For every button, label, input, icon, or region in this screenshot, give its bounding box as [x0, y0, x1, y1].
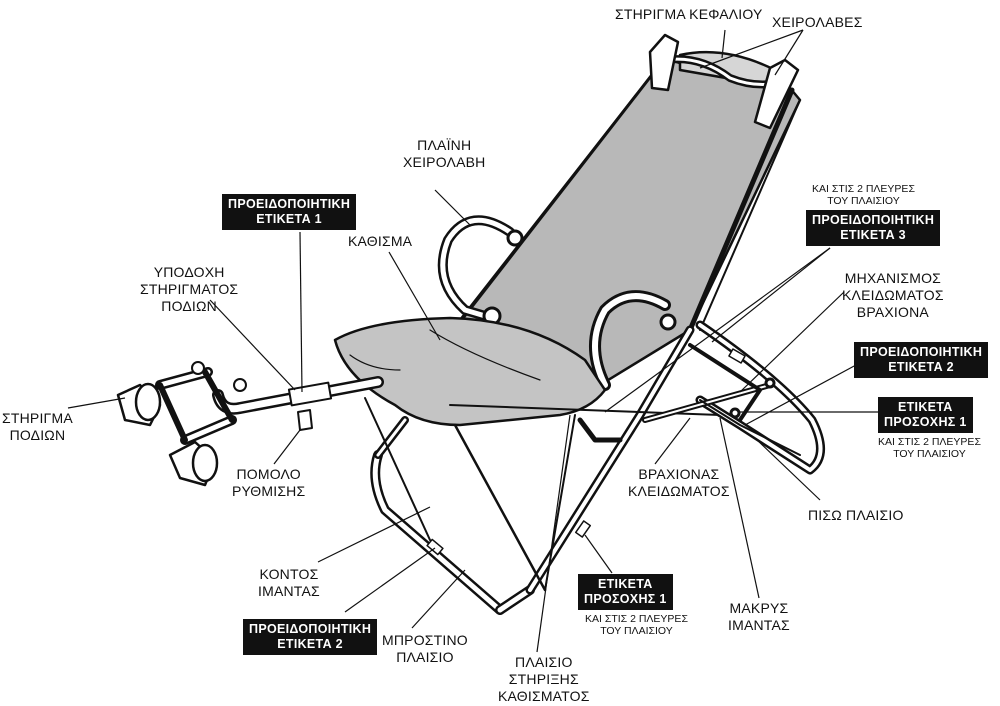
- note-caution-1-right: ΚΑΙ ΣΤΙΣ 2 ΠΛΕΥΡΕΣ ΤΟΥ ΠΛΑΙΣΙΟΥ: [878, 436, 981, 460]
- label-head-support: ΣΤΗΡΙΓΜΑ ΚΕΦΑΛΙΟΥ: [615, 6, 763, 22]
- label-handles: ΧΕΙΡΟΛΑΒΕΣ: [772, 14, 863, 30]
- left-grip: [648, 33, 680, 92]
- label-side-handle: ΠΛΑΪΝΗ ΧΕΙΡΟΛΑΒΗ: [403, 137, 486, 170]
- adjustment-knob: [297, 409, 313, 431]
- warning-label-2-left: ΠΡΟΕΙΔΟΠΟΙΗΤΙΚΗ ΕΤΙΚΕΤΑ 2: [243, 619, 378, 655]
- warning-label-3: ΠΡΟΕΙΔΟΠΟΙΗΤΙΚΗ ΕΤΙΚΕΤΑ 3: [806, 210, 941, 246]
- note-warning-3: ΚΑΙ ΣΤΙΣ 2 ΠΛΕΥΡΕΣ ΤΟΥ ΠΛΑΙΣΙΟΥ: [812, 183, 915, 207]
- seat-cushion: [333, 316, 607, 427]
- label-adjustment-knob: ΠΟΜΟΛΟ ΡΥΘΜΙΣΗΣ: [232, 466, 306, 499]
- note-caution-1-bottom: ΚΑΙ ΣΤΙΣ 2 ΠΛΕΥΡΕΣ ΤΟΥ ΠΛΑΙΣΙΟΥ: [585, 613, 688, 637]
- backrest-rail-left: [458, 56, 667, 324]
- seat-support-frame: [453, 423, 547, 592]
- right-grip: [753, 58, 800, 130]
- caution-label-1-bottom: ΕΤΙΚΕΤΑ ΠΡΟΣΟΧΗΣ 1: [578, 574, 673, 610]
- label-foot-support-socket: ΥΠΟΔΟΧΗ ΣΤΗΡΙΓΜΑΤΟΣ ΠΟΔΙΩΝ: [140, 264, 239, 314]
- warning-label-1: ΠΡΟΕΙΔΟΠΟΙΗΤΙΚΗ ΕΤΙΚΕΤΑ 1: [222, 194, 357, 230]
- backrest-rail-right: [687, 87, 795, 333]
- label-long-strap: ΜΑΚΡΥΣ ΙΜΑΝΤΑΣ: [728, 600, 790, 633]
- label-locking-arm: ΒΡΑΧΙΟΝΑΣ ΚΛΕΙΔΩΜΑΤΟΣ: [628, 466, 730, 499]
- warning-label-2-right: ΠΡΟΕΙΔΟΠΟΙΗΤΙΚΗ ΕΤΙΚΕΤΑ 2: [854, 342, 989, 378]
- caution-label-1-right: ΕΤΙΚΕΤΑ ΠΡΟΣΟΧΗΣ 1: [878, 397, 973, 433]
- front-frame-left-leg: [370, 450, 505, 615]
- label-seat-support-frame: ΠΛΑΙΣΙΟ ΣΤΗΡΙΞΗΣ ΚΑΘΙΣΜΑΤΟΣ: [498, 654, 590, 704]
- label-short-strap: ΚΟΝΤΟΣ ΙΜΑΝΤΑΣ: [258, 566, 320, 599]
- label-front-frame: ΜΠΡΟΣΤΙΝΟ ΠΛΑΙΣΙΟ: [382, 632, 468, 665]
- label-foot-support: ΣΤΗΡΙΓΜΑ ΠΟΔΙΩΝ: [2, 410, 73, 443]
- foot-socket-sleeve: [287, 381, 333, 407]
- label-seat: ΚΑΘΙΣΜΑ: [348, 233, 413, 249]
- long-strap: [699, 399, 801, 456]
- label-rear-frame: ΠΙΣΩ ΠΛΑΙΣΙΟ: [808, 507, 904, 523]
- locking-arm: [688, 343, 762, 422]
- label-arm-locking-mechanism: ΜΗΧΑΝΙΣΜΟΣ ΚΛΕΙΔΩΜΑΤΟΣ ΒΡΑΧΙΟΝΑ: [842, 270, 944, 320]
